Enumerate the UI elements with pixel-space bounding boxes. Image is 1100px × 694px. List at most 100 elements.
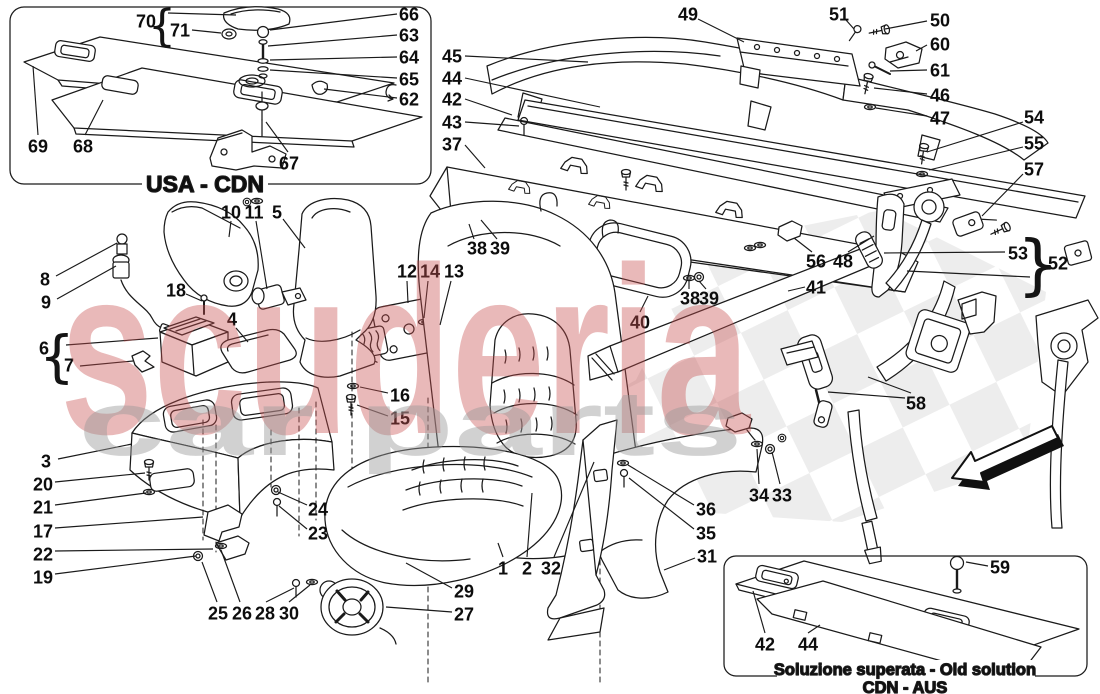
callout-20: 20	[33, 475, 53, 495]
leader-line-37	[464, 144, 486, 169]
callout-59: 59	[990, 558, 1010, 578]
leader-line-1	[497, 542, 504, 558]
callout-38: 38	[680, 289, 700, 309]
leader-line-54	[926, 121, 1024, 153]
callout-18: 18	[166, 281, 186, 301]
callout-25: 25	[208, 604, 228, 624]
watermark-primary: scuderia	[60, 219, 751, 484]
callout-2: 2	[522, 559, 532, 579]
callout-32: 32	[541, 559, 561, 579]
callout-28: 28	[255, 604, 275, 624]
callout-54: 54	[1024, 108, 1044, 128]
callout-21: 21	[33, 498, 53, 518]
leader-line-19	[54, 555, 197, 575]
callout-51: 51	[829, 5, 849, 25]
callout-1: 1	[498, 559, 508, 579]
watermark-secondary: car parts	[78, 373, 743, 475]
leader-line-28	[265, 587, 295, 603]
leader-line-7	[79, 360, 134, 367]
callout-43: 43	[442, 113, 462, 133]
callout-5: 5	[272, 203, 282, 223]
callout-16: 16	[390, 386, 410, 406]
callout-70: 70	[136, 12, 156, 32]
callout-26: 26	[232, 604, 252, 624]
callout-39: 39	[490, 239, 510, 259]
callout-12: 12	[397, 262, 417, 282]
callout-46: 46	[930, 86, 950, 106]
leader-line-46	[873, 87, 928, 95]
callout-53: 53	[1008, 244, 1028, 264]
leader-line-43	[464, 121, 520, 127]
leader-line-12	[406, 280, 409, 304]
callout-3: 3	[41, 452, 51, 472]
callout-17: 17	[33, 522, 53, 542]
callout-19: 19	[33, 568, 53, 588]
callout-10: 10	[221, 203, 241, 223]
callout-8: 8	[40, 270, 50, 290]
callout-50: 50	[930, 11, 950, 31]
leader-line-40	[639, 295, 649, 313]
leader-line-8	[55, 242, 118, 277]
leader-line-39	[698, 280, 707, 290]
callout-22: 22	[33, 545, 53, 565]
callout-60: 60	[930, 35, 950, 55]
callout-24: 24	[308, 500, 328, 520]
leader-line-45	[464, 55, 589, 63]
direction-arrow-icon	[951, 425, 1064, 490]
callout-4: 4	[227, 310, 237, 330]
leader-line-56	[793, 237, 813, 253]
leader-line-64	[269, 56, 398, 61]
callout-15: 15	[390, 409, 410, 429]
leader-line-18	[185, 293, 203, 302]
callout-11: 11	[244, 203, 263, 223]
leader-line-65	[269, 69, 398, 79]
leader-line-32	[553, 461, 595, 558]
leader-line-13	[439, 280, 452, 326]
callout-64: 64	[399, 48, 419, 68]
leader-line-29	[405, 562, 453, 589]
leader-line-70	[167, 12, 237, 16]
leader-line-34	[756, 448, 760, 485]
callout-23: 23	[308, 524, 328, 544]
leader-line-30	[288, 584, 311, 603]
callout-34: 34	[749, 486, 769, 506]
callout-65: 65	[399, 70, 419, 90]
usa-cdn-label: USA - CDN	[146, 171, 264, 197]
leader-line-55	[928, 146, 1024, 171]
leader-line-36	[627, 464, 695, 506]
callout-6: 6	[39, 339, 49, 359]
callout-62: 62	[399, 90, 419, 110]
parcel-shelf-old	[735, 555, 1080, 672]
callout-33: 33	[772, 486, 792, 506]
callout-61: 61	[930, 61, 950, 81]
leader-line-5	[282, 218, 306, 249]
leader-line-66	[269, 13, 398, 31]
leader-line-27	[385, 606, 453, 613]
leader-line-59	[965, 561, 989, 567]
leader-line-48	[847, 235, 875, 253]
leader-line-58	[827, 391, 906, 399]
callout-40: 40	[630, 313, 650, 333]
leader-line-23	[278, 505, 308, 530]
callout-13: 13	[444, 262, 464, 282]
leader-line-25	[201, 561, 218, 603]
leader-line-41	[787, 286, 806, 292]
callout-71: 71	[170, 21, 190, 41]
leader-line-57	[981, 173, 1024, 217]
leader-line-17	[54, 516, 204, 529]
diagram-line-art: USA - CDN	[9, 6, 1099, 694]
leader-line-50	[884, 20, 928, 30]
leader-line-21	[54, 492, 147, 506]
leader-line-24	[277, 491, 308, 506]
callout-37: 37	[442, 135, 462, 155]
leader-line-6	[65, 337, 159, 346]
callout-38: 38	[467, 239, 487, 259]
callout-58: 58	[906, 394, 926, 414]
callout-63: 63	[399, 26, 419, 46]
callout-31: 31	[697, 547, 717, 567]
grouping-brace: {	[148, 0, 176, 51]
leader-line-69	[32, 65, 39, 136]
usa-cdn-box: USA - CDN	[9, 6, 432, 198]
callout-66: 66	[399, 5, 419, 25]
